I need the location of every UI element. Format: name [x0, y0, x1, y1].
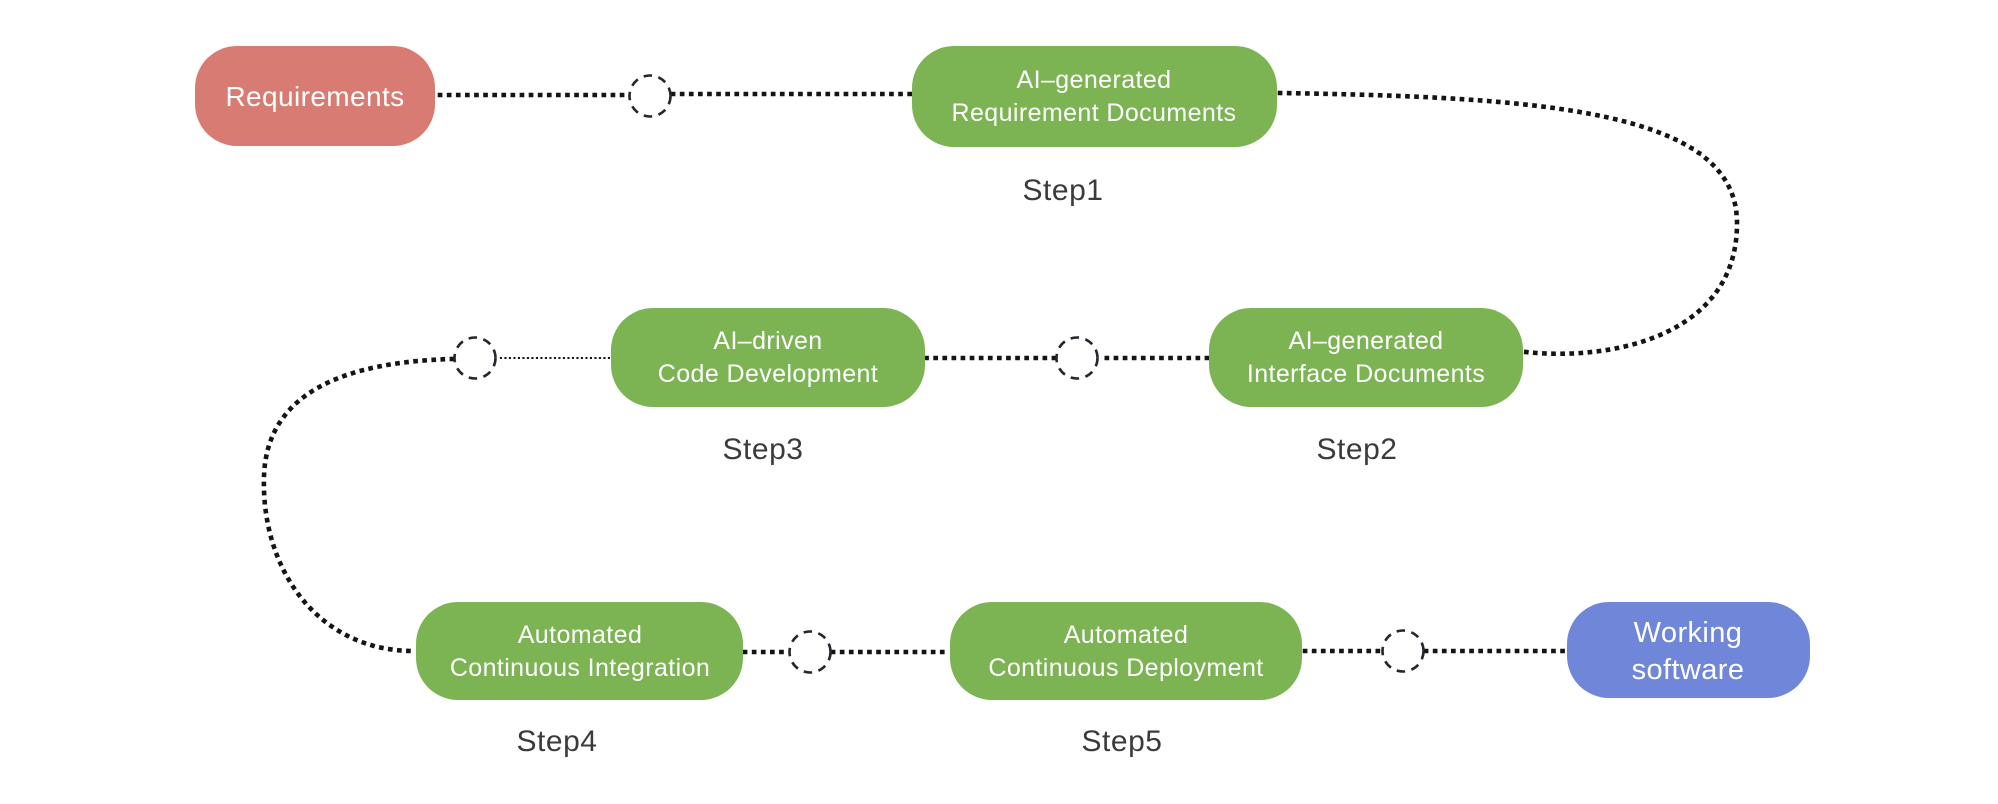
step1-pill — [912, 46, 1277, 147]
checkpoint-circle-5 — [1381, 629, 1425, 673]
working-software-label-line2: software — [1632, 654, 1745, 686]
step5-pill — [950, 602, 1302, 700]
step4-label-line2: Continuous Integration — [450, 654, 710, 682]
checkpoint-circle-1 — [628, 74, 672, 118]
step3-label-line2: Code Development — [658, 360, 878, 388]
node-step5: Automated Continuous Deployment Step5 — [950, 602, 1302, 758]
working-software-label-line1: Working — [1634, 617, 1743, 649]
step5-step-label: Step5 — [1082, 725, 1163, 758]
requirements-label: Requirements — [225, 81, 404, 112]
step2-pill — [1209, 308, 1523, 407]
step3-step-label: Step3 — [723, 433, 804, 466]
step4-step-label: Step4 — [517, 725, 598, 758]
step4-label-line1: Automated — [518, 621, 643, 649]
node-working-software: Working software — [1567, 602, 1810, 698]
checkpoint-circle-2 — [1055, 336, 1099, 380]
step5-label-line1: Automated — [1064, 621, 1189, 649]
node-step3: AI–driven Code Development Step3 — [611, 308, 925, 466]
step2-label-line2: Interface Documents — [1247, 360, 1485, 388]
connector-step1-to-step2-curve — [1277, 90, 1740, 357]
step5-label-line2: Continuous Deployment — [988, 654, 1263, 682]
step1-label-line1: AI–generated — [1017, 66, 1172, 94]
checkpoint-circle-3 — [453, 336, 497, 380]
working-software-pill — [1567, 602, 1810, 698]
checkpoint-circle-4 — [788, 630, 832, 674]
step1-step-label: Step1 — [1023, 174, 1104, 207]
node-step1: AI–generated Requirement Documents Step1 — [912, 46, 1277, 207]
node-step4: Automated Continuous Integration Step4 — [416, 602, 743, 758]
connector-checkpoint3-to-step4-curve — [261, 356, 455, 654]
node-requirements: Requirements — [195, 46, 435, 146]
node-step2: AI–generated Interface Documents Step2 — [1209, 308, 1523, 466]
step2-label-line1: AI–generated — [1289, 327, 1444, 355]
step1-label-line2: Requirement Documents — [952, 99, 1237, 127]
step4-pill — [416, 602, 743, 700]
requirements-pill — [195, 46, 435, 146]
checkpoint-circles — [453, 74, 1425, 674]
step3-label-line1: AI–driven — [713, 327, 822, 355]
connectors — [261, 90, 1740, 655]
step3-pill — [611, 308, 925, 407]
step2-step-label: Step2 — [1317, 433, 1398, 466]
